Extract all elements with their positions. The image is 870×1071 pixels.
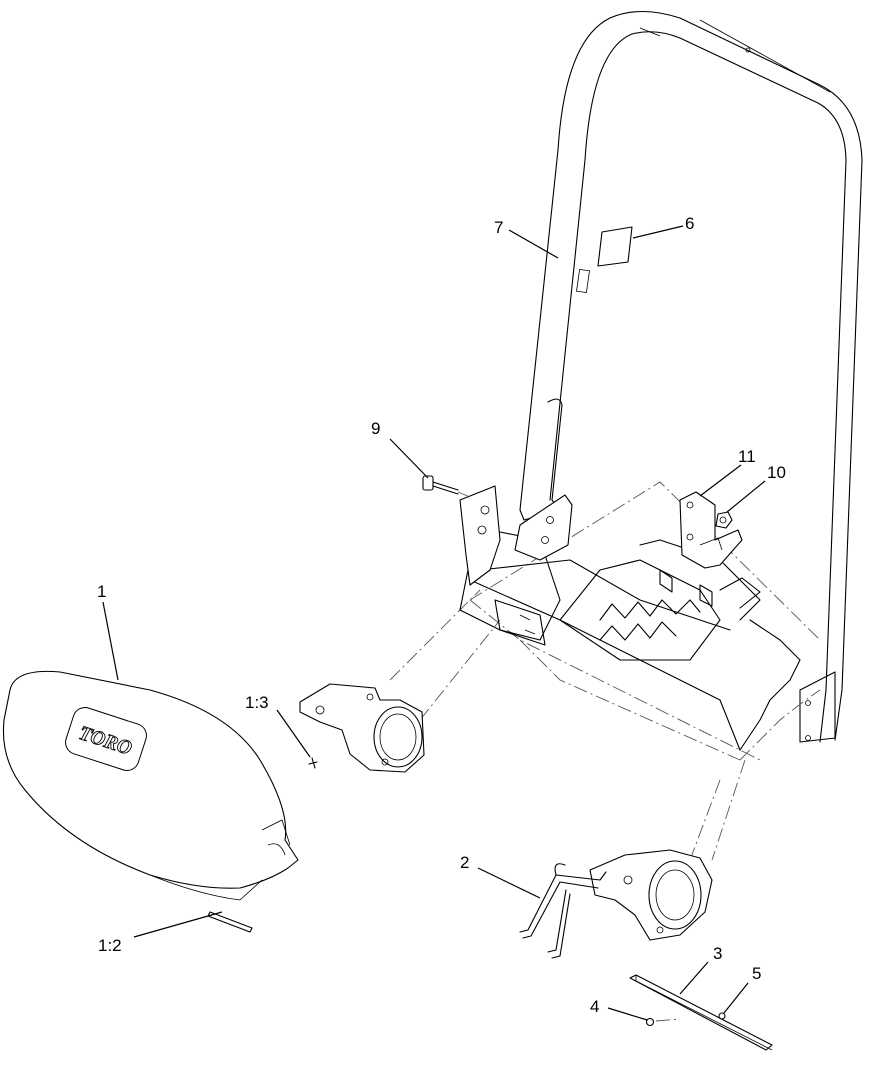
bracket-part	[679, 491, 743, 569]
callout-10: 10	[767, 463, 786, 482]
seat-slide-casting-left	[299, 683, 425, 773]
leader-9	[389, 438, 429, 479]
callout-11: 11	[738, 447, 756, 466]
leader-4	[607, 1007, 648, 1021]
callout-7: 7	[494, 218, 503, 237]
seat-cushion-part: TORO	[2, 670, 299, 901]
nut-part-small	[718, 1012, 726, 1020]
callout-1: 1	[97, 582, 106, 601]
cover-plate-part	[629, 974, 773, 1051]
seat-mount-bracket	[459, 485, 573, 586]
seat-pin-part	[308, 757, 318, 769]
leader-7	[508, 229, 559, 259]
callout-2: 2	[460, 853, 469, 872]
leader-3	[679, 961, 709, 995]
callout-9: 9	[371, 419, 380, 438]
callout-5: 5	[752, 964, 761, 983]
seat-slide-casting-right	[589, 849, 713, 941]
callout-6: 6	[685, 214, 694, 233]
callout-labels: 1 1:2 1:3 2 3 4 5 6 7 9 10 11	[97, 214, 786, 1016]
nut-part	[715, 511, 733, 529]
screw-part	[645, 1017, 681, 1027]
leader-1-3	[276, 709, 311, 758]
roll-bar-part	[519, 11, 863, 743]
leader-lines	[102, 225, 766, 1021]
seat-strap-part	[207, 911, 253, 933]
callout-1-3: 1:3	[245, 693, 269, 712]
leader-1-2	[133, 911, 223, 938]
leader-11	[699, 464, 742, 497]
frame-assembly	[389, 481, 821, 861]
callout-3: 3	[713, 944, 722, 963]
bolt-part	[422, 475, 471, 498]
toro-logo-badge: TORO	[65, 707, 147, 771]
leader-6	[632, 225, 684, 239]
leader-1	[102, 601, 119, 681]
latch-rod-part	[519, 863, 607, 959]
callout-1-2: 1:2	[98, 936, 122, 955]
callout-4: 4	[590, 997, 599, 1016]
leader-10	[726, 480, 766, 513]
leader-5	[723, 982, 749, 1014]
leader-2	[477, 867, 541, 899]
